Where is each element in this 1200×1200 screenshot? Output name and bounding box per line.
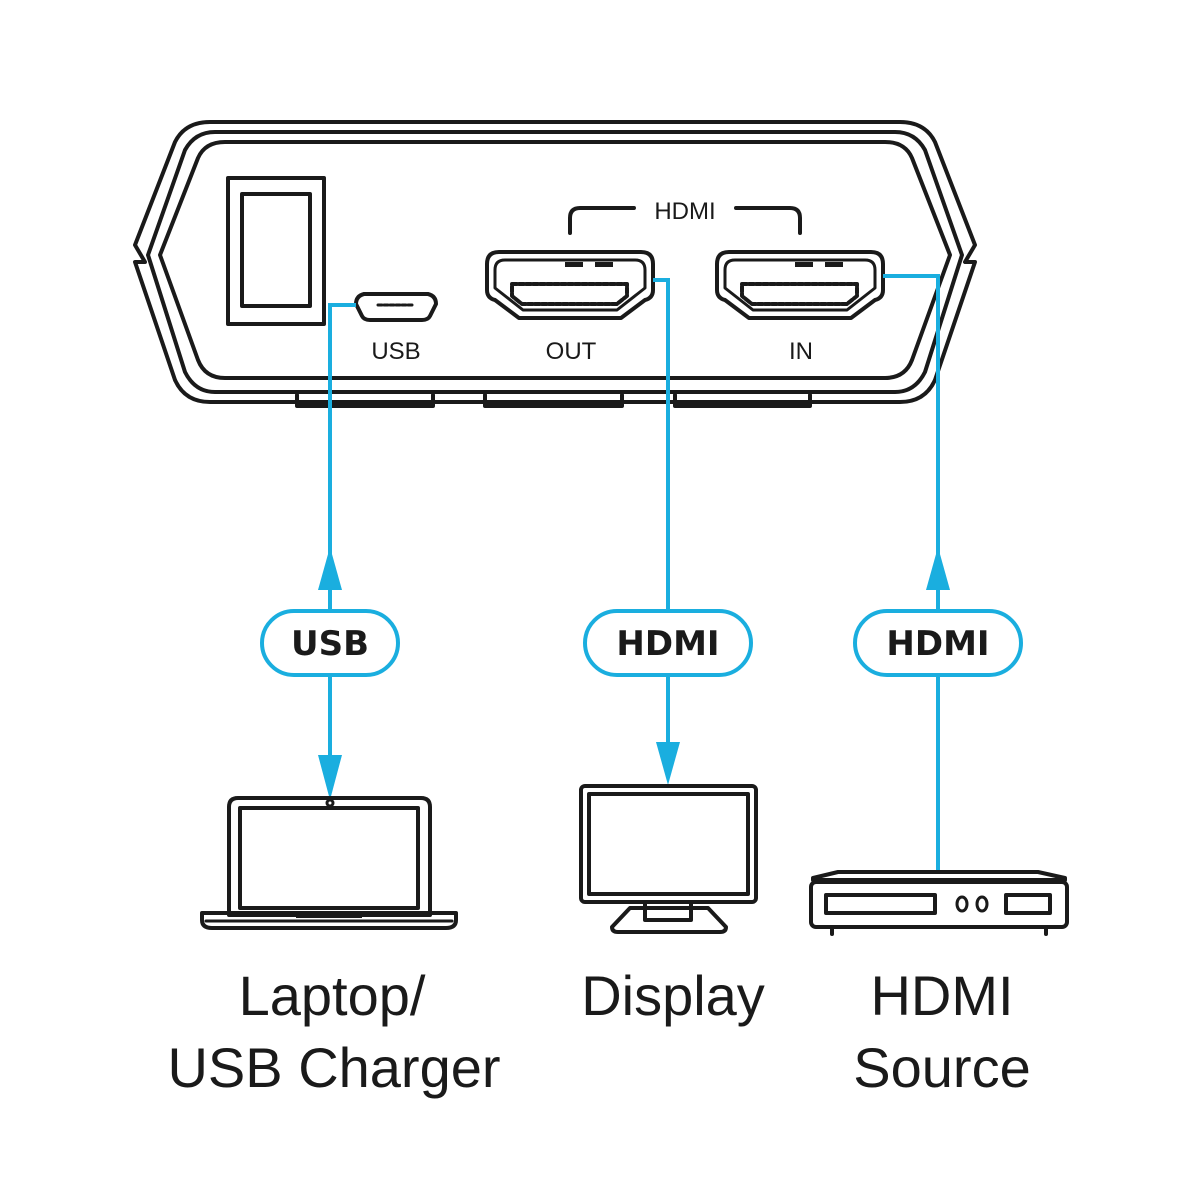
cable-label-usb: USB bbox=[291, 624, 369, 664]
hdmi-in-port-icon[interactable] bbox=[715, 250, 885, 320]
device-label-source-line1: HDMI bbox=[870, 964, 1013, 1027]
usb-cable bbox=[260, 303, 400, 800]
hdmi-group-label: HDMI bbox=[654, 198, 715, 225]
arrow-down-icon bbox=[318, 755, 342, 800]
foot-right bbox=[673, 393, 812, 408]
device-label-laptop-line2: USB Charger bbox=[167, 1036, 500, 1099]
hdmi-in-cable bbox=[853, 274, 1023, 872]
device-enclosure bbox=[133, 120, 977, 408]
foot-middle bbox=[483, 393, 624, 408]
arrow-up-icon bbox=[318, 547, 342, 590]
cable-label-hdmi-in: HDMI bbox=[886, 624, 989, 664]
port-label-usb: USB bbox=[371, 338, 420, 365]
hdmi-out-cable bbox=[583, 278, 753, 785]
monitor-icon[interactable] bbox=[579, 784, 758, 934]
device-label-source-line2: Source bbox=[853, 1036, 1030, 1099]
device-label-laptop-line1: Laptop/ bbox=[239, 964, 426, 1027]
power-switch-icon[interactable] bbox=[226, 176, 326, 326]
cable-label-hdmi-out: HDMI bbox=[616, 624, 719, 664]
laptop-icon[interactable] bbox=[200, 796, 458, 930]
port-label-out: OUT bbox=[546, 338, 597, 365]
foot-left bbox=[295, 393, 435, 408]
hdmi-out-port-icon[interactable] bbox=[485, 250, 655, 320]
media-player-icon[interactable] bbox=[809, 870, 1069, 936]
device-label-display: Display bbox=[581, 964, 765, 1027]
arrow-up-icon bbox=[926, 547, 950, 590]
hdmi-group-bracket bbox=[568, 206, 802, 235]
micro-usb-port-icon[interactable] bbox=[354, 292, 438, 322]
port-label-in: IN bbox=[789, 338, 813, 365]
arrow-down-icon bbox=[656, 742, 680, 785]
